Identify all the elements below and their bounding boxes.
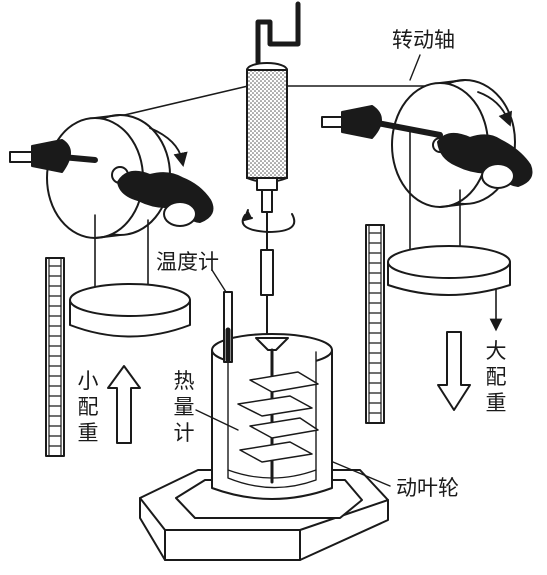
impeller-assembly (237, 337, 319, 484)
label-leader-lines (195, 54, 421, 487)
right-axle (321, 105, 533, 189)
impeller-label: 动叶轮 (396, 476, 459, 500)
right-scale-ruler (365, 224, 385, 424)
rotating-shaft-label: 转动轴 (392, 28, 455, 52)
crank-handle (255, 1, 301, 65)
small-counterweight (69, 283, 191, 338)
large-counterweight (387, 245, 511, 296)
small-weight-label: 小配重 (77, 369, 99, 445)
large-weight-label: 大配重 (485, 339, 507, 415)
rotating-shaft-drum (246, 62, 288, 213)
impeller-shaft (260, 211, 274, 341)
down-arrow-icon (437, 331, 471, 411)
thermometer-label: 温度计 (156, 250, 219, 274)
calorimeter-label: 热量计 (173, 369, 195, 445)
left-axle (9, 139, 214, 227)
left-pulley-wheel (46, 114, 188, 239)
left-scale-ruler (45, 257, 65, 457)
up-arrow-icon (107, 365, 141, 444)
rotation-arrow-icon (241, 209, 296, 233)
thermometer (223, 291, 233, 363)
